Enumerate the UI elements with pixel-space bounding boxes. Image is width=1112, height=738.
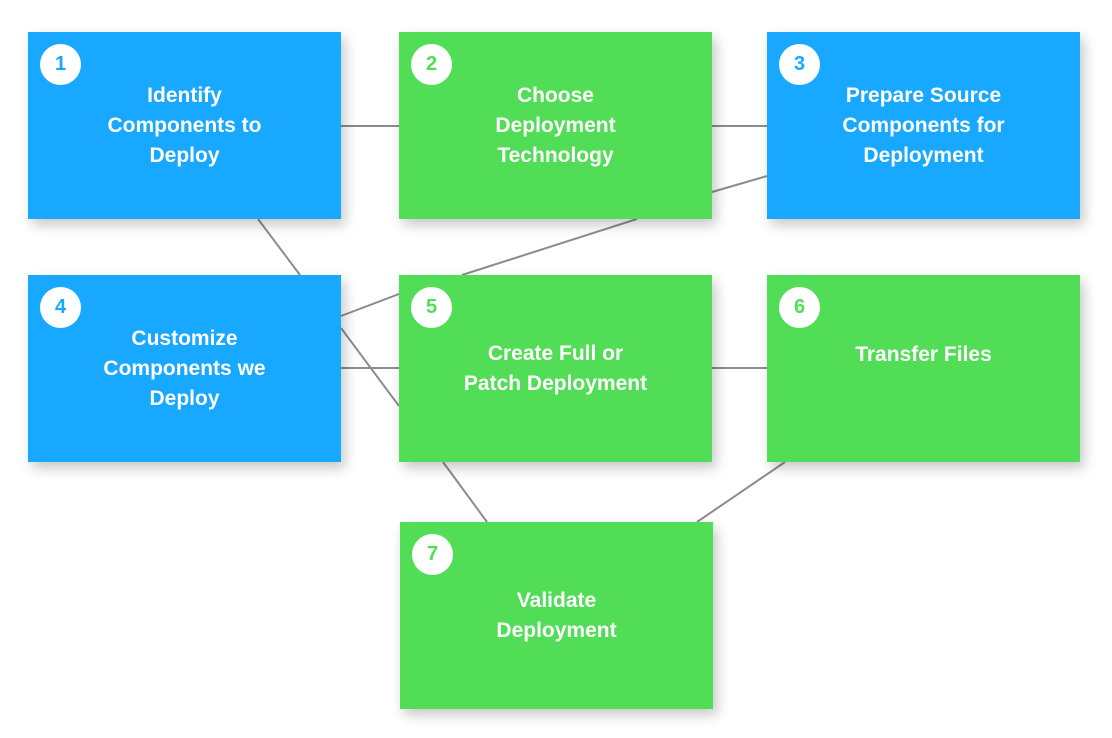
- step-box-customize-components: 4 Customize Components we Deploy: [28, 275, 341, 462]
- step-label: Create Full or Patch Deployment: [463, 341, 648, 395]
- connector-3-4-end: [340, 293, 400, 317]
- step-label: Customize Components we Deploy: [103, 326, 266, 410]
- step-number-badge: 1: [40, 44, 81, 85]
- step-box-create-deployment: 5 Create Full or Patch Deployment: [399, 275, 712, 462]
- step-number-badge: 3: [779, 44, 820, 85]
- step-number-badge: 2: [411, 44, 452, 85]
- step-box-validate-deployment: 7 Validate Deployment: [400, 522, 713, 709]
- step-number-badge: 7: [412, 534, 453, 575]
- step-box-identify-components: 1 Identify Components to Deploy: [28, 32, 341, 219]
- step-label: Validate Deployment: [496, 588, 617, 642]
- step-label: Identify Components to Deploy: [107, 83, 262, 167]
- step-label: Choose Deployment Technology: [495, 83, 616, 167]
- step-number-badge: 6: [779, 287, 820, 328]
- connector-6-7: [696, 461, 786, 523]
- step-box-choose-technology: 2 Choose Deployment Technology: [399, 32, 712, 219]
- connector-1-4: [257, 218, 301, 276]
- connector-5-7: [442, 461, 488, 523]
- step-number-badge: 4: [40, 287, 81, 328]
- step-box-transfer-files: 6 Transfer Files: [767, 275, 1080, 462]
- step-label: Transfer Files: [855, 342, 992, 366]
- connector-3-4-mid: [461, 218, 638, 276]
- step-box-prepare-source: 3 Prepare Source Components for Deployme…: [767, 32, 1080, 219]
- step-number-badge: 5: [411, 287, 452, 328]
- connector-3-4: [711, 175, 768, 193]
- connector-4-5-diagonal: [340, 327, 400, 407]
- step-label: Prepare Source Components for Deployment: [842, 83, 1005, 167]
